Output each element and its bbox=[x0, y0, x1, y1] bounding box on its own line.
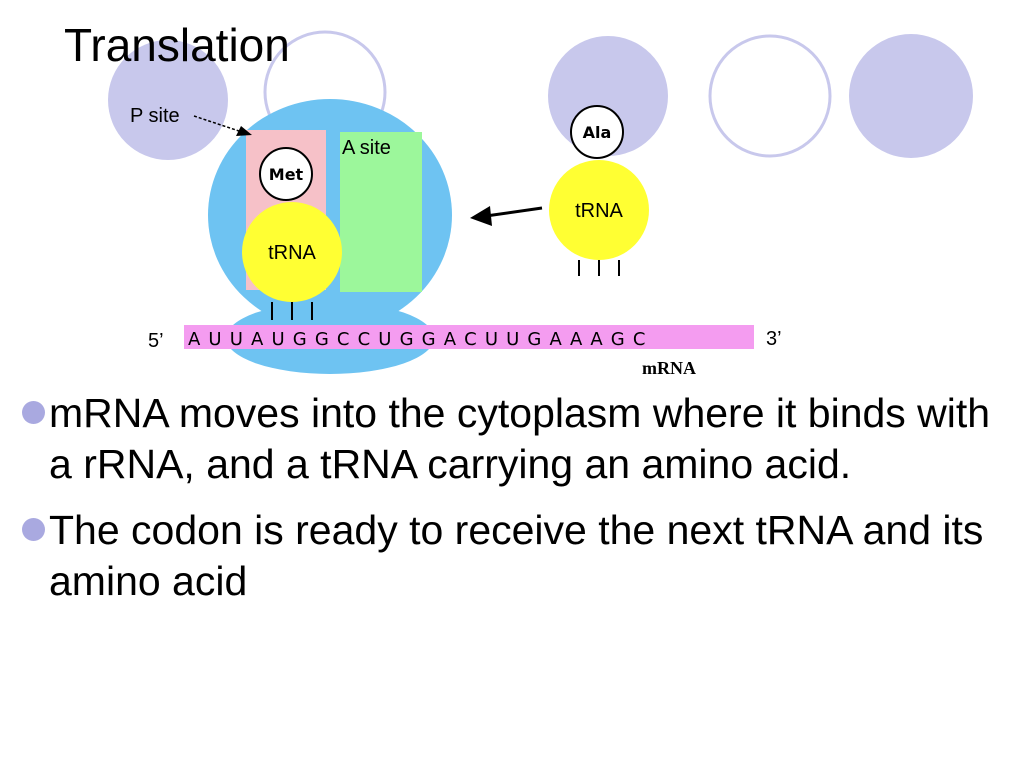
trna-left bbox=[242, 202, 342, 302]
three-prime-label: 3’ bbox=[766, 328, 782, 350]
incoming-trna-arrowhead bbox=[470, 206, 492, 226]
five-prime-label: 5’ bbox=[148, 330, 164, 352]
bullet-dot-icon bbox=[22, 517, 45, 541]
met-label: Met bbox=[269, 165, 304, 184]
trna-left-label: tRNA bbox=[268, 242, 316, 264]
ala-amino-acid bbox=[570, 105, 624, 159]
mrna-strand bbox=[184, 325, 754, 349]
deco-circle-4 bbox=[708, 34, 832, 158]
p-site-pointer-arrowhead bbox=[236, 126, 252, 136]
slide-title: Translation bbox=[64, 19, 290, 71]
bullet-text: The codon is ready to receive the next t… bbox=[49, 506, 984, 604]
a-site-label: A site bbox=[342, 137, 391, 159]
deco-circle-1 bbox=[108, 40, 228, 160]
p-site-pointer-line bbox=[193, 115, 243, 133]
mrna-sequence: A U U A U G G C C U G G A C U U G A A A … bbox=[188, 329, 647, 350]
a-site-region bbox=[340, 132, 422, 292]
trna-left-anticodon-legs bbox=[271, 302, 313, 320]
ala-label: Ala bbox=[583, 123, 612, 142]
bullet-item-1: mRNA moves into the cytoplasm where it b… bbox=[22, 388, 1012, 491]
bullet-dot-icon bbox=[22, 401, 45, 424]
p-site-label: P site bbox=[130, 105, 180, 127]
bullet-list: mRNA moves into the cytoplasm where it b… bbox=[22, 388, 1012, 621]
bullet-item-2: The codon is ready to receive the next t… bbox=[22, 505, 1012, 608]
incoming-trna-arrow-line bbox=[485, 206, 543, 218]
mrna-label: mRNA bbox=[642, 358, 696, 378]
trna-right bbox=[549, 160, 649, 260]
translation-diagram: A site P site Met tRNA Ala tRNA A U U A bbox=[130, 99, 782, 378]
trna-right-anticodon-legs bbox=[578, 260, 620, 276]
met-amino-acid bbox=[259, 147, 313, 201]
trna-right-label: tRNA bbox=[575, 200, 623, 222]
bullet-text: mRNA moves into the cytoplasm where it b… bbox=[49, 390, 991, 488]
deco-circle-5 bbox=[849, 34, 973, 158]
